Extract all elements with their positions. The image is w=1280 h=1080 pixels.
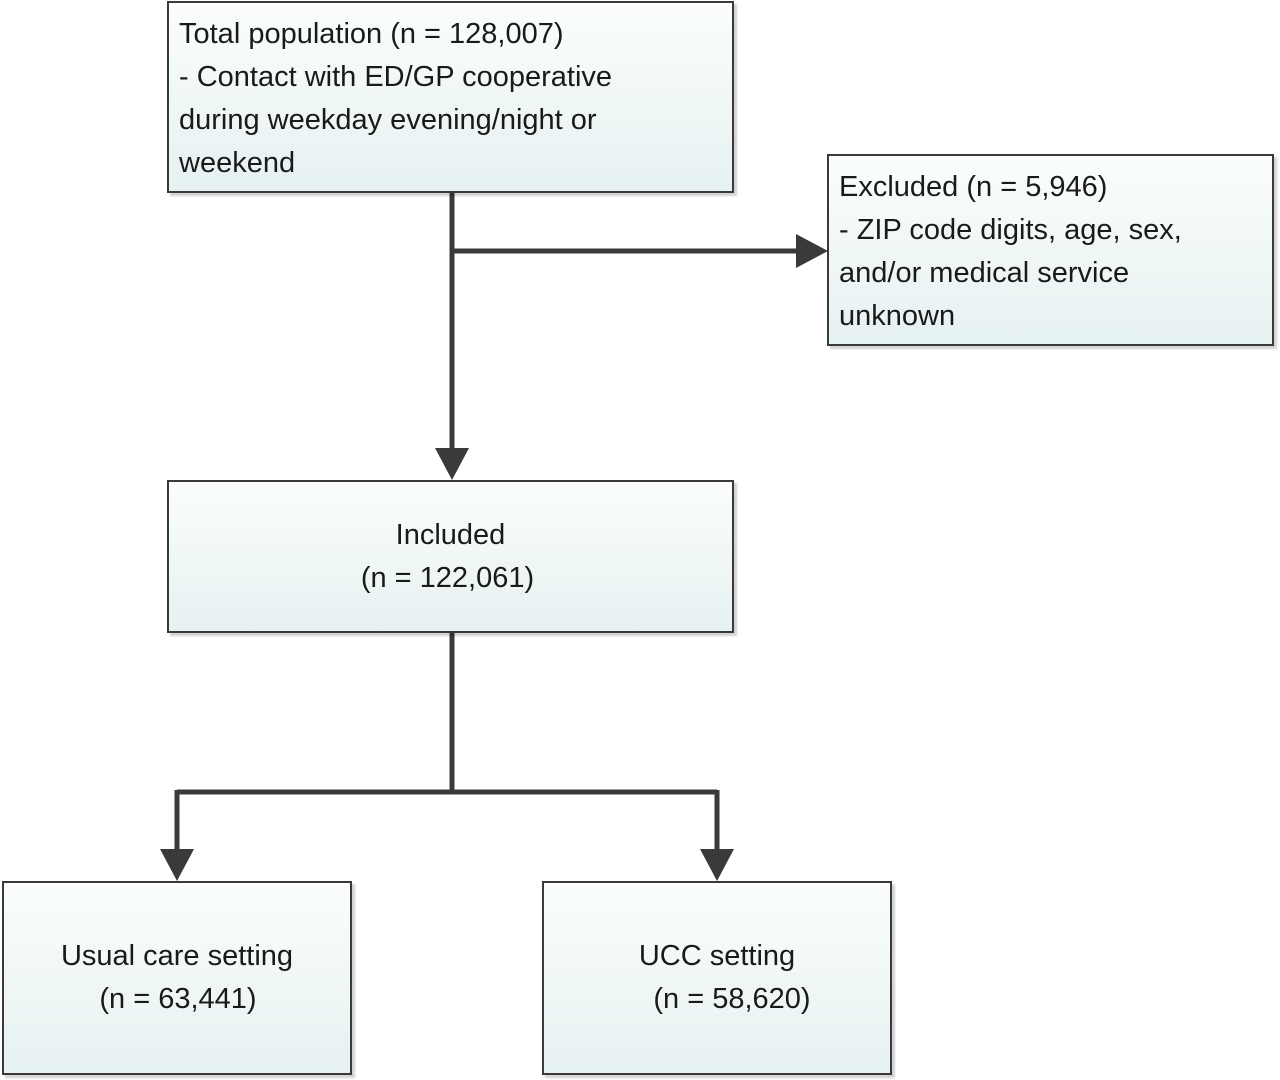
total-population-line: during weekday evening/night or — [179, 104, 597, 136]
arrowhead-excluded — [796, 234, 828, 268]
total-population-line: weekend — [179, 147, 296, 179]
included-label: Included — [395, 518, 506, 551]
arrowhead-ucc — [700, 849, 734, 881]
excluded-line: - ZIP code digits, age, sex, — [839, 214, 1182, 246]
total-population-box: Total population (n = 128,007) - Contact… — [167, 1, 734, 193]
included-box: Included (n = 122,061) — [167, 480, 734, 633]
excluded-line: unknown — [839, 300, 956, 332]
ucc-label: UCC setting — [638, 940, 796, 972]
excluded-box: Excluded (n = 5,946) - ZIP code digits, … — [827, 154, 1274, 346]
usual-care-box: Usual care setting (n = 63,441) — [2, 881, 352, 1075]
ucc-count: (n = 58,620) — [653, 983, 811, 1015]
usual-care-count: (n = 63,441) — [99, 983, 257, 1015]
excluded-line: and/or medical service — [839, 257, 1130, 289]
usual-care-label: Usual care setting — [60, 940, 294, 972]
excluded-line: Excluded (n = 5,946) — [839, 171, 1108, 203]
total-population-line: - Contact with ED/GP cooperative — [179, 61, 613, 93]
total-population-line: Total population (n = 128,007) — [179, 18, 564, 50]
arrowhead-usual — [160, 849, 194, 881]
ucc-box: UCC setting (n = 58,620) — [542, 881, 892, 1075]
included-count: (n = 122,061) — [360, 561, 535, 594]
arrowhead-included — [435, 448, 469, 480]
